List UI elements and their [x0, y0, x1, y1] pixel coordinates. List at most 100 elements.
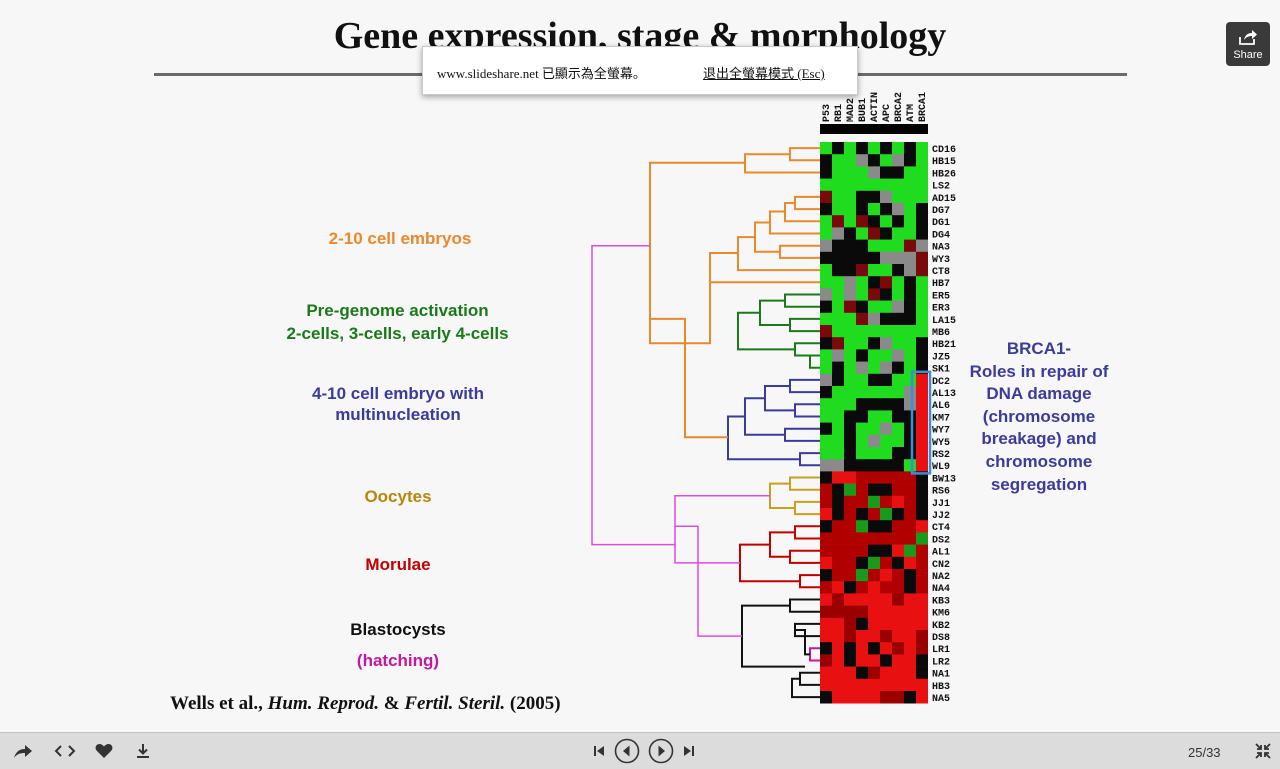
previous-slide-button[interactable] — [613, 733, 641, 769]
sample-label: DS8 — [932, 633, 950, 644]
heatmap-cell — [856, 398, 868, 411]
sample-label: HB7 — [932, 279, 950, 290]
heatmap-cell — [868, 251, 880, 265]
heatmap-cell — [904, 654, 916, 667]
heatmap-cell — [904, 386, 916, 399]
gene-label: RB1 — [834, 104, 845, 122]
dendrogram-branch — [769, 210, 820, 235]
heatmap-cell — [904, 544, 916, 558]
heatmap-cell — [880, 642, 892, 655]
heatmap-cell — [892, 520, 904, 533]
heatmap-cell — [868, 312, 880, 326]
sample-label: HB15 — [932, 157, 956, 168]
heatmap-cell — [916, 483, 928, 497]
heatmap-cell — [916, 617, 928, 631]
heatmap-cell — [820, 251, 832, 265]
heatmap-cell — [892, 398, 904, 411]
download-button[interactable] — [132, 733, 154, 769]
heatmap-cell — [832, 483, 844, 497]
heatmap-cell — [820, 434, 832, 448]
heatmap-cell — [868, 337, 880, 350]
heatmap-cell — [892, 288, 904, 301]
heatmap-cell — [904, 630, 916, 643]
heatmap-cell — [856, 276, 868, 289]
heatmap-cell — [892, 239, 904, 253]
last-slide-button[interactable] — [680, 733, 698, 769]
citation-authors: Wells et al., — [170, 693, 268, 714]
heatmap-cell — [892, 178, 904, 192]
heatmap-cell — [820, 569, 832, 582]
heatmap-cell — [904, 593, 916, 606]
heatmap-cell — [832, 581, 844, 594]
heatmap-cell — [880, 471, 892, 484]
heatmap-cell — [880, 691, 892, 704]
heatmap-cell — [892, 459, 904, 472]
heatmap-cell — [916, 325, 928, 338]
share-arrow-button[interactable] — [10, 733, 36, 769]
heatmap-cell — [844, 447, 856, 460]
dendrogram-branch — [794, 500, 820, 516]
heatmap-cell — [820, 215, 832, 228]
heatmap-cell — [856, 666, 868, 680]
group-label-hatching: (hatching) — [356, 651, 440, 670]
heatmap-cell — [844, 617, 856, 631]
heatmap-cell — [916, 178, 928, 192]
share-label: Share — [1233, 49, 1263, 61]
heatmap-cell — [892, 154, 904, 167]
exit-fullscreen-link[interactable]: 退出全螢幕模式 (Esc) — [703, 66, 825, 81]
heatmap-cell — [868, 569, 880, 582]
heatmap-cell — [904, 227, 916, 240]
heatmap-cell — [868, 203, 880, 216]
heatmap-cell — [892, 642, 904, 655]
heatmap-cell — [892, 434, 904, 448]
like-button[interactable] — [92, 733, 116, 769]
heatmap-cell — [868, 300, 880, 314]
heatmap-cell — [892, 349, 904, 362]
heatmap-cell — [904, 288, 916, 301]
embed-code-icon — [54, 745, 76, 757]
group-label-morulae: Morulae — [365, 555, 431, 574]
heatmap-cell — [844, 495, 856, 509]
heatmap-cell — [844, 312, 856, 326]
first-slide-button[interactable] — [590, 733, 608, 769]
heatmap-cell — [856, 434, 868, 448]
sample-label: WY5 — [932, 438, 950, 449]
dendrogram-branch — [744, 153, 820, 174]
heatmap-cell — [856, 166, 868, 179]
heatmap-cell — [820, 178, 832, 192]
heatmap-cell — [832, 532, 844, 545]
heatmap-cell — [856, 410, 868, 423]
heatmap-cell — [832, 630, 844, 643]
heatmap-cell — [904, 239, 916, 253]
dendrogram-branch — [737, 311, 795, 351]
heatmap-cell — [856, 142, 868, 155]
sample-label: LA15 — [932, 316, 956, 327]
heatmap-cell — [916, 532, 928, 545]
sample-label: SK1 — [932, 365, 950, 376]
heatmap-cell — [832, 508, 844, 521]
heatmap-cell — [856, 544, 868, 558]
heatmap-cell — [820, 605, 832, 619]
brca1-note-line: BRCA1- — [1006, 339, 1072, 358]
exit-fullscreen-button[interactable] — [1252, 733, 1274, 769]
heatmap-cell — [820, 581, 832, 594]
embed-button[interactable] — [52, 733, 78, 769]
heatmap-cell — [904, 447, 916, 460]
heatmap-cell — [916, 447, 928, 460]
heatmap-cell — [820, 373, 832, 387]
heatmap-cell — [844, 166, 856, 179]
heatmap-cell — [868, 166, 880, 179]
share-button[interactable]: Share — [1226, 22, 1270, 66]
heatmap-cell — [916, 386, 928, 399]
heatmap-cell — [868, 215, 880, 228]
sample-label: WY3 — [932, 255, 950, 266]
heatmap-cell — [832, 276, 844, 289]
heatmap-cell — [820, 142, 832, 155]
heatmap-cell — [880, 215, 892, 228]
heatmap-cell — [880, 373, 892, 387]
heatmap-cell — [868, 630, 880, 643]
heatmap-cell — [904, 154, 916, 167]
heatmap-cell — [868, 373, 880, 387]
next-slide-button[interactable] — [647, 733, 675, 769]
heatmap-cell — [916, 495, 928, 509]
